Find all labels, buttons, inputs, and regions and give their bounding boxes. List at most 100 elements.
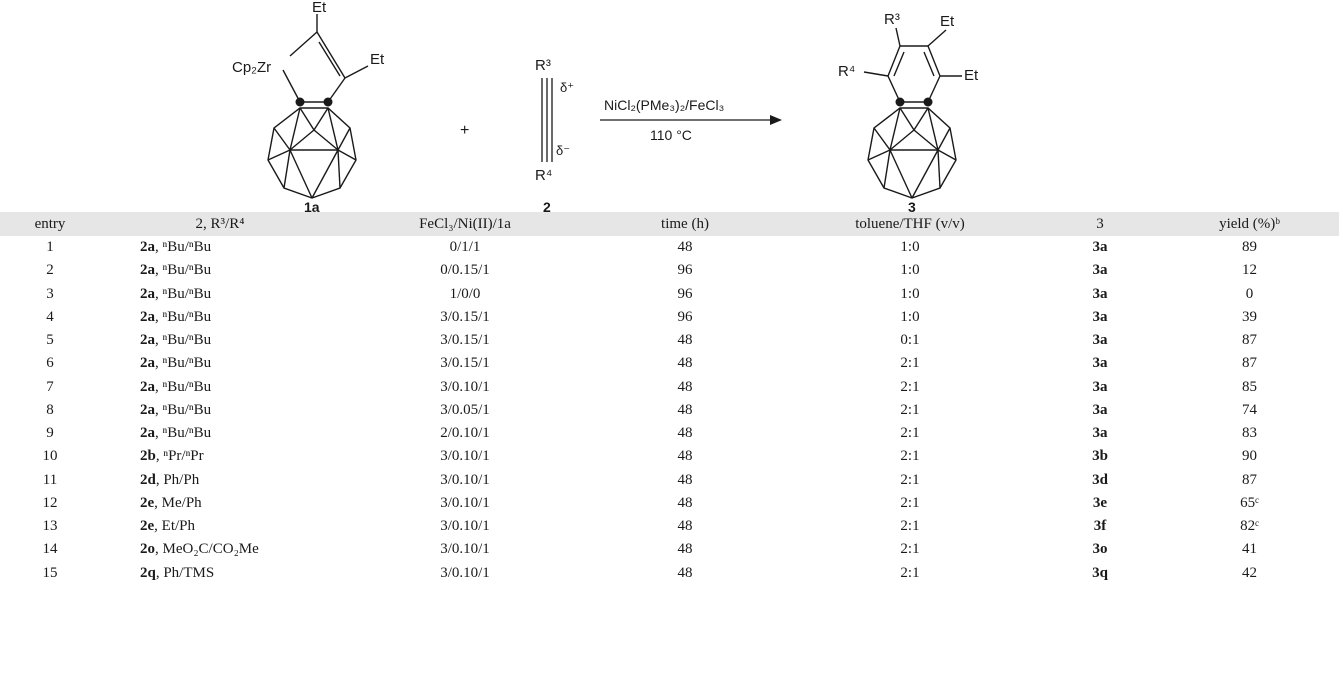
cell-solvent: 1:0 [900, 262, 920, 279]
cell-entry: 7 [46, 378, 54, 395]
cell-entry: 13 [42, 518, 58, 535]
alkyne-id: 2a [140, 285, 155, 302]
substituents: ⁿBu/ⁿBu [162, 285, 212, 302]
header-solvent: toluene/THF (v/v) [780, 212, 1040, 236]
cell-alkyne: 2o, MeO₂C/CO₂Me [140, 541, 259, 558]
header-row: entry 2, R³/R⁴ FeCl₃/Ni(II)/1a time (h) … [0, 212, 1339, 236]
alkyne-id: 2b [140, 448, 156, 465]
cell-solvent: 1:0 [900, 285, 920, 302]
cell-product: 3a [1092, 378, 1108, 395]
cell-ratio: 3/0.10/1 [440, 518, 490, 535]
cell-solvent: 1:0 [900, 239, 920, 256]
plus-sign: + [460, 122, 469, 139]
cell-entry: 12 [42, 494, 58, 511]
cell-time: 48 [677, 541, 693, 558]
cell-product: 3a [1092, 425, 1108, 442]
substituents: ⁿPr/ⁿPr [163, 448, 204, 465]
header-alkyne: 2, R³/R⁴ [100, 212, 340, 236]
reactant2-label: 2 [543, 199, 551, 212]
cell-time: 96 [677, 262, 693, 279]
reactant-zirconacycle [267, 14, 369, 199]
substituents: ⁿBu/ⁿBu [162, 401, 212, 418]
cell-entry: 2 [46, 262, 54, 279]
alkyne-id: 2d [140, 471, 156, 488]
alkyne-id: 2a [140, 262, 155, 279]
cell-entry: 8 [46, 401, 54, 418]
cell-alkyne: 2e, Et/Ph [140, 518, 196, 535]
cell-entry: 9 [46, 425, 54, 442]
cell-entry: 11 [42, 471, 58, 488]
cell-time: 48 [677, 332, 693, 349]
cell-alkyne: 2a, ⁿBu/ⁿBu [140, 239, 212, 256]
cell-alkyne: 2a, ⁿBu/ⁿBu [140, 425, 212, 442]
product-label: 3 [908, 199, 916, 212]
cell-alkyne: 2a, ⁿBu/ⁿBu [140, 378, 212, 395]
cell-solvent: 2:1 [900, 564, 920, 581]
header-entry: entry [0, 212, 100, 236]
carbon-atom-dot [923, 97, 933, 107]
zirconium-label: Cp₂Zr [232, 59, 271, 76]
delta-minus: δ⁻ [556, 143, 570, 158]
alkyne-id: 2a [140, 355, 155, 372]
ethyl-label-1: Et [312, 0, 327, 16]
cell-yield: 82ᶜ [1240, 518, 1259, 535]
alkyne-id: 2e [140, 494, 155, 511]
cell-ratio: 3/0.15/1 [440, 332, 490, 349]
arrow-head-icon [770, 115, 782, 125]
cell-solvent: 1:0 [900, 308, 920, 325]
carbon-atom-dot [323, 97, 333, 107]
cell-product: 3a [1092, 262, 1108, 279]
cell-product: 3o [1092, 541, 1108, 558]
temperature-label: 110 °C [650, 127, 692, 143]
cell-ratio: 3/0.10/1 [440, 494, 490, 511]
alkyne-id: 2a [140, 401, 155, 418]
substituents: ⁿBu/ⁿBu [162, 378, 212, 395]
substituents: Ph/TMS [163, 564, 215, 581]
cell-alkyne: 2q, Ph/TMS [140, 564, 215, 581]
cell-entry: 14 [42, 541, 58, 558]
cell-solvent: 2:1 [900, 471, 920, 488]
cell-product: 3a [1092, 285, 1108, 302]
substituents: Ph/Ph [163, 471, 200, 488]
cell-time: 48 [677, 518, 693, 535]
cell-time: 48 [677, 448, 693, 465]
alkyne-id: 2a [140, 239, 155, 256]
cell-ratio: 3/0.10/1 [440, 564, 490, 581]
cell-entry: 4 [46, 308, 54, 325]
cell-product: 3a [1092, 332, 1108, 349]
cell-ratio: 3/0.15/1 [440, 355, 490, 372]
cell-yield: 74 [1242, 401, 1257, 418]
alkyne-id: 2a [140, 332, 155, 349]
alkyne-r3: R³ [535, 57, 551, 74]
cell-alkyne: 2a, ⁿBu/ⁿBu [140, 285, 212, 302]
cell-solvent: 2:1 [900, 541, 920, 558]
cell-yield: 90 [1242, 448, 1257, 465]
cell-alkyne: 2e, Me/Ph [140, 494, 202, 511]
cell-solvent: 0:1 [900, 332, 920, 349]
substituents: Et/Ph [161, 518, 196, 535]
delta-plus: δ⁺ [560, 80, 574, 95]
substituents: ⁿBu/ⁿBu [162, 308, 212, 325]
cell-yield: 42 [1242, 564, 1257, 581]
cell-yield: 85 [1242, 378, 1257, 395]
cell-time: 48 [677, 378, 693, 395]
alkyne-id: 2a [140, 425, 155, 442]
cell-time: 48 [677, 471, 693, 488]
cell-time: 48 [677, 239, 693, 256]
cell-ratio: 3/0.15/1 [440, 308, 490, 325]
substituents: ⁿBu/ⁿBu [162, 425, 212, 442]
results-table: entry 2, R³/R⁴ FeCl₃/Ni(II)/1a time (h) … [0, 212, 1339, 585]
cell-alkyne: 2a, ⁿBu/ⁿBu [140, 401, 212, 418]
cell-product: 3b [1092, 448, 1108, 465]
ethyl-label-2: Et [370, 51, 385, 68]
cell-yield: 0 [1245, 285, 1254, 302]
